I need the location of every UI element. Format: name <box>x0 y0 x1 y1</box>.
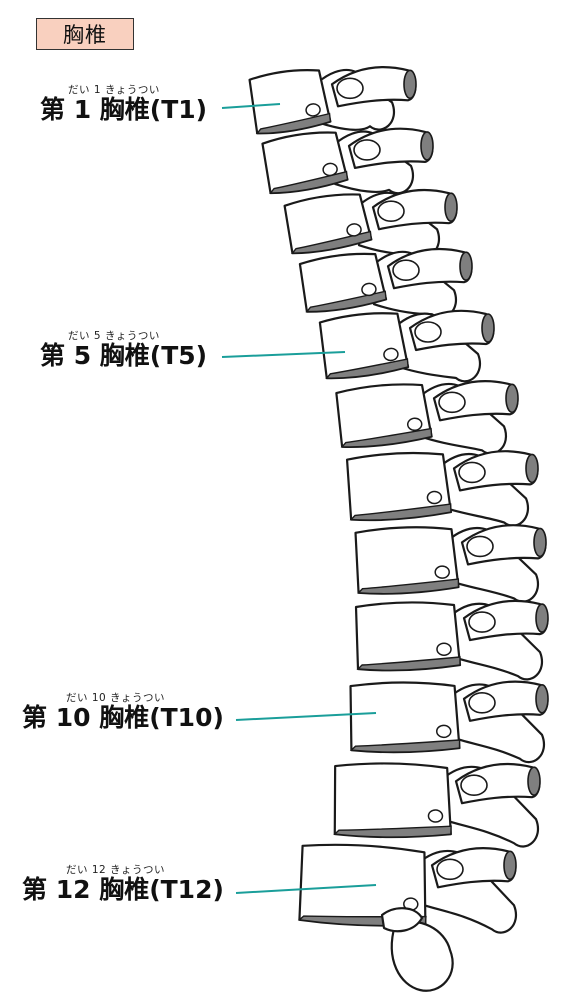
facet-joint-11 <box>460 774 488 797</box>
pedicle-11 <box>427 809 444 823</box>
label-t1-text: 第 1 胸椎(T1) <box>40 95 208 124</box>
endplate-shade-4 <box>305 290 387 313</box>
label-t10-ruby: だい 10 きょうつい <box>66 692 166 704</box>
pedicle-1 <box>305 103 321 117</box>
facet-joint-2 <box>353 139 381 161</box>
transverse-process-tip-5 <box>481 313 495 343</box>
label-t10-text: 第 10 胸椎(T10) <box>22 703 224 732</box>
leader-line-t12 <box>235 884 377 894</box>
pedicle-2 <box>322 162 338 177</box>
facet-joint-10 <box>468 691 496 714</box>
facet-joint-4 <box>392 259 420 282</box>
facet-joint-7 <box>458 461 486 484</box>
endplate-shade-10 <box>349 739 461 753</box>
pedicle-7 <box>426 490 443 505</box>
label-t1-ruby: だい 1 きょうつい <box>68 84 160 96</box>
label-t5-ruby: だい 5 きょうつい <box>68 330 160 342</box>
pedicle-10 <box>436 724 452 739</box>
label-t5: だい 5 きょうつい 第 5 胸椎(T5) <box>40 330 207 370</box>
transverse-process-tip-9 <box>535 603 549 633</box>
vertebra-2 <box>261 131 349 195</box>
endplate-shade-6 <box>340 427 433 448</box>
label-t10: だい 10 きょうつい 第 10 胸椎(T10) <box>22 692 224 732</box>
transverse-process-tip-2 <box>420 131 434 161</box>
vertebra-8 <box>354 526 460 595</box>
vertebra-10 <box>349 681 461 754</box>
facet-joint-3 <box>377 200 405 222</box>
transverse-process-tip-7 <box>525 453 539 484</box>
endplate-shade-2 <box>269 170 349 194</box>
pedicle-4 <box>361 282 377 297</box>
facet-joint-12 <box>436 858 464 881</box>
pedicle-5 <box>383 347 399 362</box>
transverse-process-tip-6 <box>505 383 519 414</box>
pedicle-8 <box>434 565 450 579</box>
pedicle-6 <box>406 417 423 432</box>
transverse-process-tip-12 <box>503 850 517 881</box>
transverse-process-tip-10 <box>535 683 549 714</box>
lumbar-segment-top <box>390 920 454 992</box>
endplate-shade-9 <box>356 656 461 672</box>
leader-line-t10 <box>235 712 377 721</box>
lower-facet <box>380 907 424 933</box>
facet-joint-1 <box>336 77 364 100</box>
facet-joint-8 <box>466 535 494 558</box>
pedicle-9 <box>436 642 452 656</box>
endplate-shade-7 <box>349 503 452 521</box>
transverse-process-tip-11 <box>527 766 541 797</box>
endplate-shade-5 <box>325 358 409 379</box>
facet-joint-9 <box>468 611 496 633</box>
vertebra-9 <box>354 601 462 672</box>
vertebra-6 <box>335 383 433 448</box>
leader-line-t5 <box>221 351 346 358</box>
endplate-shade-1 <box>255 112 332 134</box>
endplate-shade-3 <box>290 230 373 254</box>
label-t12-ruby: だい 12 きょうつい <box>66 864 166 876</box>
transverse-process-tip-1 <box>403 69 417 100</box>
vertebra-4 <box>298 252 388 313</box>
endplate-shade-11 <box>333 825 452 838</box>
facet-joint-6 <box>438 391 466 414</box>
vertebra-7 <box>345 451 453 522</box>
vertebra-5 <box>318 312 410 380</box>
label-t12-text: 第 12 胸椎(T12) <box>22 875 224 904</box>
facet-joint-5 <box>414 321 442 343</box>
transverse-process-tip-8 <box>533 527 547 558</box>
endplate-shade-8 <box>357 578 460 595</box>
vertebra-3 <box>283 193 373 255</box>
vertebra-11 <box>333 762 452 839</box>
title-text: 胸椎 <box>63 23 107 47</box>
transverse-process-tip-3 <box>444 192 458 222</box>
title-box: 胸椎 <box>36 18 134 50</box>
label-t12: だい 12 きょうつい 第 12 胸椎(T12) <box>22 864 224 904</box>
leader-line-t1 <box>221 103 281 109</box>
label-t5-text: 第 5 胸椎(T5) <box>40 341 208 370</box>
vertebra-1 <box>248 69 332 135</box>
transverse-process-tip-4 <box>459 251 473 282</box>
label-t1: だい 1 きょうつい 第 1 胸椎(T1) <box>40 84 207 124</box>
pedicle-3 <box>346 223 362 237</box>
